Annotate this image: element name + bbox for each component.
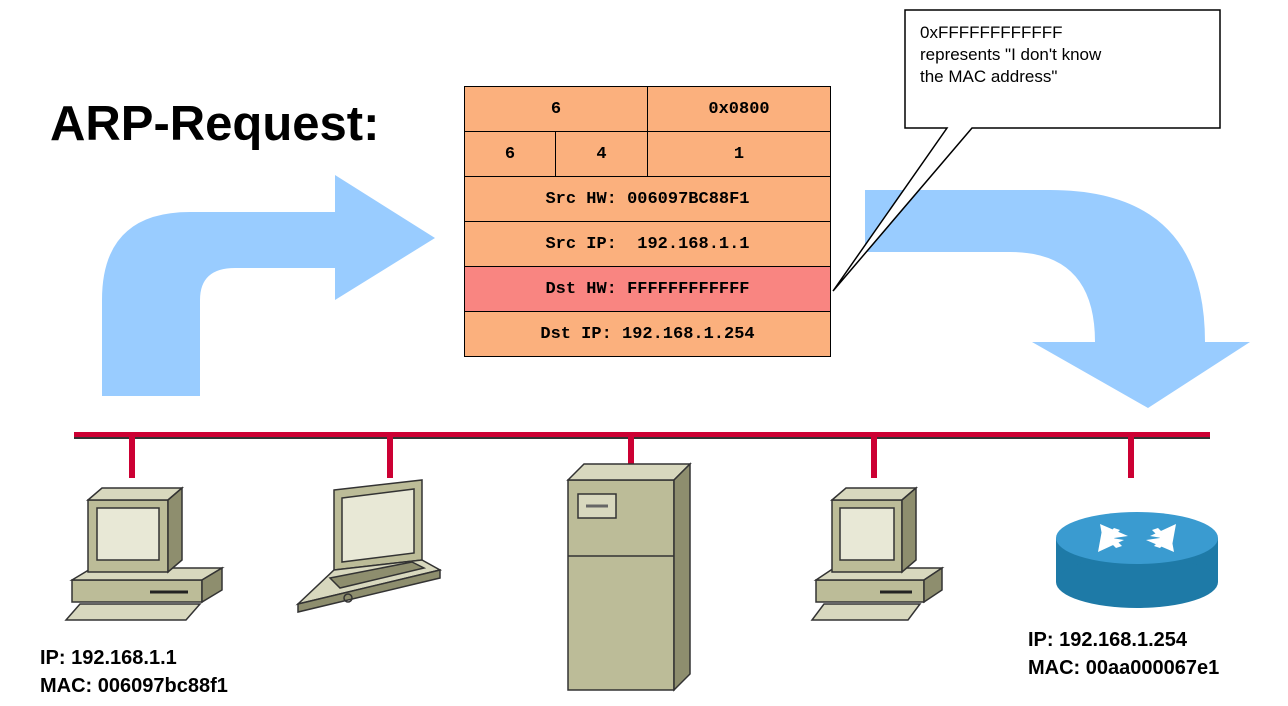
- server-icon: [566, 462, 692, 692]
- packet-row: 6 0x0800: [465, 87, 830, 131]
- callout-line: represents "I don't know: [920, 45, 1102, 64]
- network-bus: [74, 432, 1210, 478]
- packet-row-highlight: Dst HW: FFFFFFFFFFFF: [465, 266, 830, 311]
- packet-cell: 6: [504, 144, 516, 164]
- left-arrow: [102, 175, 435, 396]
- packet-cell: 0x0800: [647, 87, 830, 131]
- packet-cell: Dst IP: 192.168.1.254: [540, 324, 755, 344]
- router-icon: [1056, 512, 1218, 608]
- desktop-computer-source-icon: [64, 486, 225, 621]
- packet-cell: 4: [555, 132, 647, 176]
- arp-packet: 6 0x0800 6 4 1 Src HW: 006097BC88F1 Src …: [464, 86, 831, 357]
- right-arrow: [865, 190, 1250, 408]
- target-host-label: IP: 192.168.1.254 MAC: 00aa000067e1: [1028, 626, 1219, 682]
- packet-cell: Src IP: 192.168.1.1: [545, 234, 750, 254]
- packet-row: Dst IP: 192.168.1.254: [465, 311, 830, 356]
- target-mac: MAC: 00aa000067e1: [1028, 657, 1220, 679]
- packet-row: Src IP: 192.168.1.1: [465, 221, 830, 266]
- packet-cell: Dst HW: FFFFFFFFFFFF: [545, 279, 750, 299]
- packet-cell: 1: [647, 132, 830, 176]
- desktop-computer-icon: [810, 486, 945, 621]
- callout: [832, 9, 1221, 292]
- packet-cell: 6: [550, 99, 562, 119]
- source-host-label: IP: 192.168.1.1 MAC: 006097bc88f1: [40, 644, 228, 700]
- callout-text: 0xFFFFFFFFFFFF represents "I don't know …: [920, 22, 1210, 88]
- packet-cell: Src HW: 006097BC88F1: [545, 189, 750, 209]
- callout-line: the MAC address": [920, 67, 1058, 86]
- source-ip: IP: 192.168.1.1: [40, 647, 177, 669]
- source-mac: MAC: 006097bc88f1: [40, 675, 228, 697]
- page-title: ARP-Request:: [50, 97, 380, 151]
- packet-row: Src HW: 006097BC88F1: [465, 176, 830, 221]
- laptop-icon: [295, 479, 443, 613]
- target-ip: IP: 192.168.1.254: [1028, 629, 1188, 651]
- callout-line: 0xFFFFFFFFFFFF: [920, 23, 1063, 42]
- packet-row: 6 4 1: [465, 131, 830, 176]
